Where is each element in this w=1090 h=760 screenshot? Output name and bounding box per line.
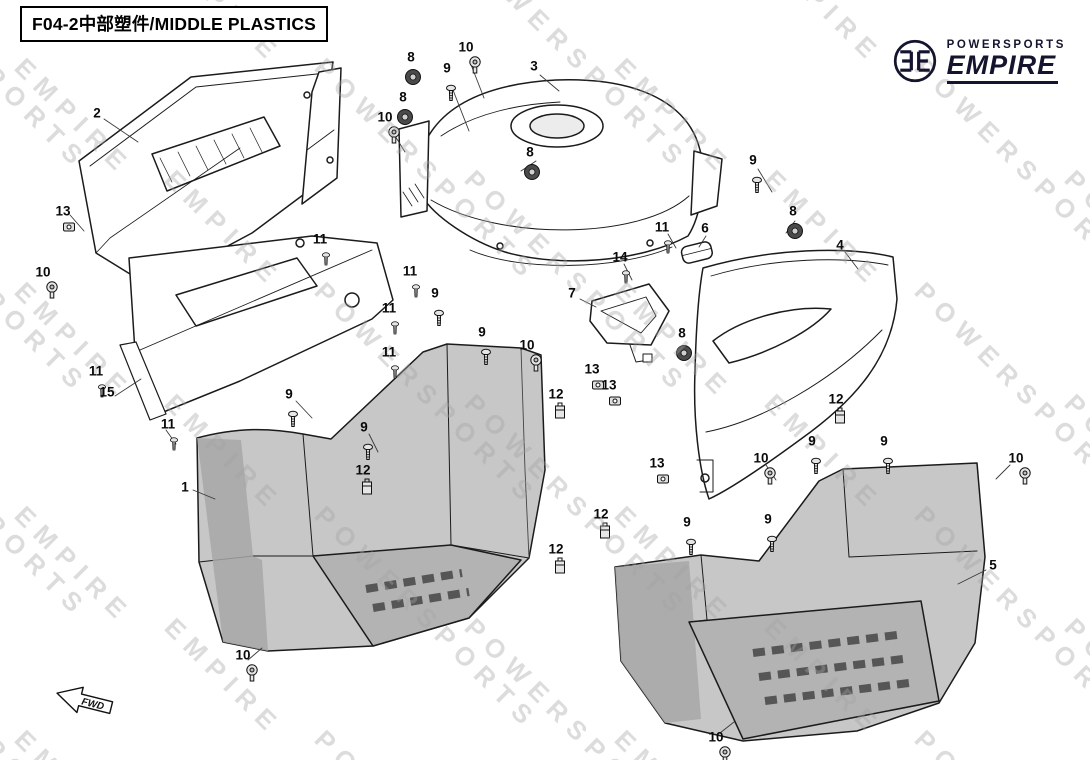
rivet-glyph	[764, 467, 776, 485]
part-3-tank-cover	[398, 79, 723, 266]
part-5-right-footwell	[614, 462, 986, 742]
part-15-panel	[119, 235, 394, 421]
screw-glyph	[686, 538, 696, 555]
screw-small-glyph	[390, 321, 400, 335]
clip-glyph	[555, 402, 565, 419]
rivet-glyph	[246, 664, 258, 682]
part-4-panel	[693, 249, 898, 500]
fwd-arrow: FWD	[56, 686, 114, 715]
clip-glyph	[600, 522, 610, 539]
grommet-glyph	[524, 164, 540, 180]
clip-nut-glyph	[657, 474, 669, 484]
screw-small-glyph	[98, 384, 106, 398]
clip-glyph	[555, 557, 565, 574]
brand-logo: POWERSPORTS EMPIRE	[892, 38, 1066, 84]
clip-nut-glyph	[609, 396, 621, 406]
screw-small-glyph	[411, 284, 421, 298]
screw-glyph	[811, 457, 821, 474]
fwd-arrow-label: FWD	[80, 697, 105, 713]
screw-small-glyph	[664, 240, 672, 254]
screw-small-glyph	[169, 437, 179, 451]
rivet-glyph	[46, 281, 58, 299]
clip-nut-glyph	[63, 222, 75, 232]
diagram-title: F04-2中部塑件/MIDDLE PLASTICS	[20, 6, 329, 42]
part-7-bracket	[589, 283, 670, 363]
rivet-glyph	[469, 56, 481, 74]
screw-small-glyph	[622, 270, 630, 284]
part-6-cap	[680, 241, 713, 264]
grommet-glyph	[405, 69, 421, 85]
brand-name-bottom: EMPIRE	[946, 51, 1059, 84]
grommet-glyph	[397, 109, 413, 125]
part-2-panel	[78, 61, 342, 288]
leader-lines	[69, 61, 1011, 734]
brand-logo-text: POWERSPORTS EMPIRE	[946, 38, 1066, 84]
screw-glyph	[752, 176, 762, 193]
part-1-left-footwell	[196, 343, 546, 652]
rivet-glyph	[1019, 467, 1031, 485]
screw-glyph	[434, 309, 444, 326]
rivet-glyph	[719, 746, 731, 760]
brand-name-top: POWERSPORTS	[946, 38, 1066, 51]
screw-glyph	[288, 410, 298, 427]
grommet-glyph	[676, 345, 692, 361]
clip-nut-glyph	[592, 380, 604, 390]
brand-logo-icon	[893, 39, 936, 83]
grommet-glyph	[787, 223, 803, 239]
